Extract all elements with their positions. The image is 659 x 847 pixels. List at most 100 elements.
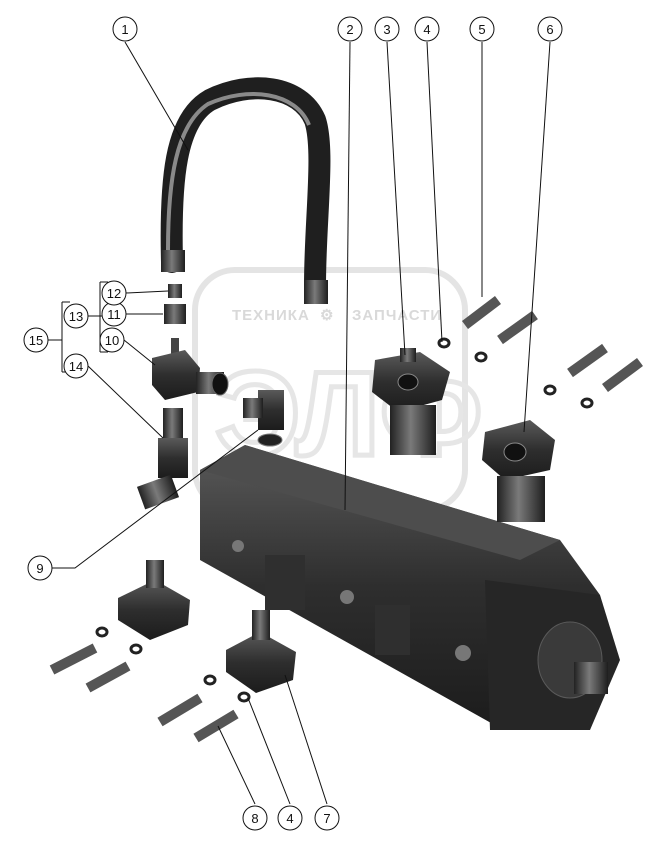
leader-10	[123, 339, 156, 366]
leader-2	[344, 41, 351, 511]
washers-4	[95, 337, 594, 703]
flange-lower-left-plate	[118, 580, 190, 640]
callout-6: 6	[537, 16, 563, 42]
elbow-14-top	[163, 408, 183, 438]
washer-a	[437, 337, 451, 349]
elbow-14-body	[158, 438, 188, 478]
washer-h	[237, 691, 251, 703]
callout-15: 15	[23, 327, 49, 353]
fitting-12	[168, 284, 182, 298]
flange-3	[372, 348, 450, 455]
hose-fitting-left	[161, 250, 185, 272]
leader-lines	[48, 41, 551, 805]
leader-7	[284, 674, 328, 805]
bolt-5b	[497, 310, 538, 345]
flange-6-hole	[503, 442, 527, 462]
leader-1	[124, 41, 189, 151]
callout-14: 14	[63, 353, 89, 379]
bolt-5a	[461, 296, 502, 329]
leader-6	[523, 41, 551, 433]
svg-text:9: 9	[36, 561, 43, 576]
elbow-14	[136, 408, 188, 510]
fitting-10-port	[211, 372, 229, 396]
fitting-9-port	[257, 433, 283, 447]
callout-13: 13	[63, 303, 89, 329]
washer-e	[95, 626, 109, 638]
flange-6-stem	[497, 476, 545, 522]
bolt-5d	[602, 357, 643, 393]
callout-7: 7	[314, 805, 340, 831]
callout-10: 10	[99, 327, 125, 353]
pump-port-1	[232, 540, 244, 552]
bolt-8d	[193, 709, 239, 743]
washer-d	[580, 397, 594, 409]
callout-1: 1	[112, 16, 138, 42]
flange-7-stem	[252, 610, 270, 640]
pump-port-3	[455, 645, 471, 661]
callout-12: 12	[101, 280, 127, 306]
bracket-15	[48, 301, 70, 373]
svg-text:15: 15	[29, 333, 43, 348]
bolts-8	[49, 643, 239, 743]
bolt-8a	[49, 643, 98, 675]
svg-text:7: 7	[323, 811, 330, 826]
leader-9	[52, 429, 259, 569]
leader-14	[87, 365, 164, 439]
callout-8: 8	[242, 805, 268, 831]
bolt-5c	[567, 343, 608, 378]
pump-mid-flange	[375, 605, 410, 655]
flange-lower-left-stem	[146, 560, 164, 588]
pump-shaft	[574, 662, 608, 694]
svg-text:6: 6	[546, 22, 553, 37]
leader-3	[386, 41, 406, 356]
watermark-left-word: ТЕХНИКА	[232, 307, 310, 324]
fitting-9	[243, 390, 284, 447]
flange-3-stem	[390, 405, 436, 455]
washer-g	[203, 674, 217, 686]
svg-text:3: 3	[383, 22, 390, 37]
hose-highlight	[166, 92, 311, 251]
watermark-right-word: ЗАПЧАСТИ	[352, 307, 442, 324]
flange-7	[226, 610, 296, 693]
pump-port-2	[340, 590, 354, 604]
svg-text:4: 4	[286, 811, 293, 826]
callout-4-lower: 4	[277, 805, 303, 831]
callout-5: 5	[469, 16, 495, 42]
fitting-10-body	[152, 350, 200, 400]
fitting-9-arm	[243, 398, 263, 418]
gear-pump	[200, 445, 620, 730]
callout-11: 11	[101, 301, 127, 327]
leader-4b	[247, 697, 291, 805]
flange-7-plate	[226, 632, 296, 693]
callout-9: 9	[27, 555, 53, 581]
callout-3: 3	[374, 16, 400, 42]
svg-text:14: 14	[69, 359, 83, 374]
svg-text:13: 13	[69, 309, 83, 324]
flange-3-hole	[397, 373, 419, 391]
washer-f	[129, 643, 143, 655]
watermark-gear-icon: ⚙	[320, 307, 334, 324]
svg-text:12: 12	[107, 286, 121, 301]
callout-4: 4	[414, 16, 440, 42]
callouts: 1 2 3 4 5 6 7 8 9 10 11 12 13 14 15 4	[23, 16, 563, 831]
pump-top-face	[200, 445, 560, 560]
pump-side-flange	[265, 555, 305, 610]
svg-text:8: 8	[251, 811, 258, 826]
elbow-14-arm	[136, 474, 180, 510]
svg-text:11: 11	[107, 307, 121, 322]
fitting-11	[164, 304, 186, 324]
svg-text:5: 5	[478, 22, 485, 37]
svg-text:10: 10	[105, 333, 119, 348]
leader-12	[125, 290, 169, 294]
callout-2: 2	[337, 16, 363, 42]
bolt-8b	[85, 661, 131, 693]
bolt-8c	[157, 693, 203, 727]
hose	[160, 77, 331, 304]
fitting-10-pin	[171, 338, 179, 360]
flange-lower-left	[118, 560, 190, 640]
washer-b	[474, 351, 488, 363]
bolts-5	[461, 296, 643, 393]
leader-4	[426, 41, 443, 343]
svg-text:4: 4	[423, 22, 430, 37]
